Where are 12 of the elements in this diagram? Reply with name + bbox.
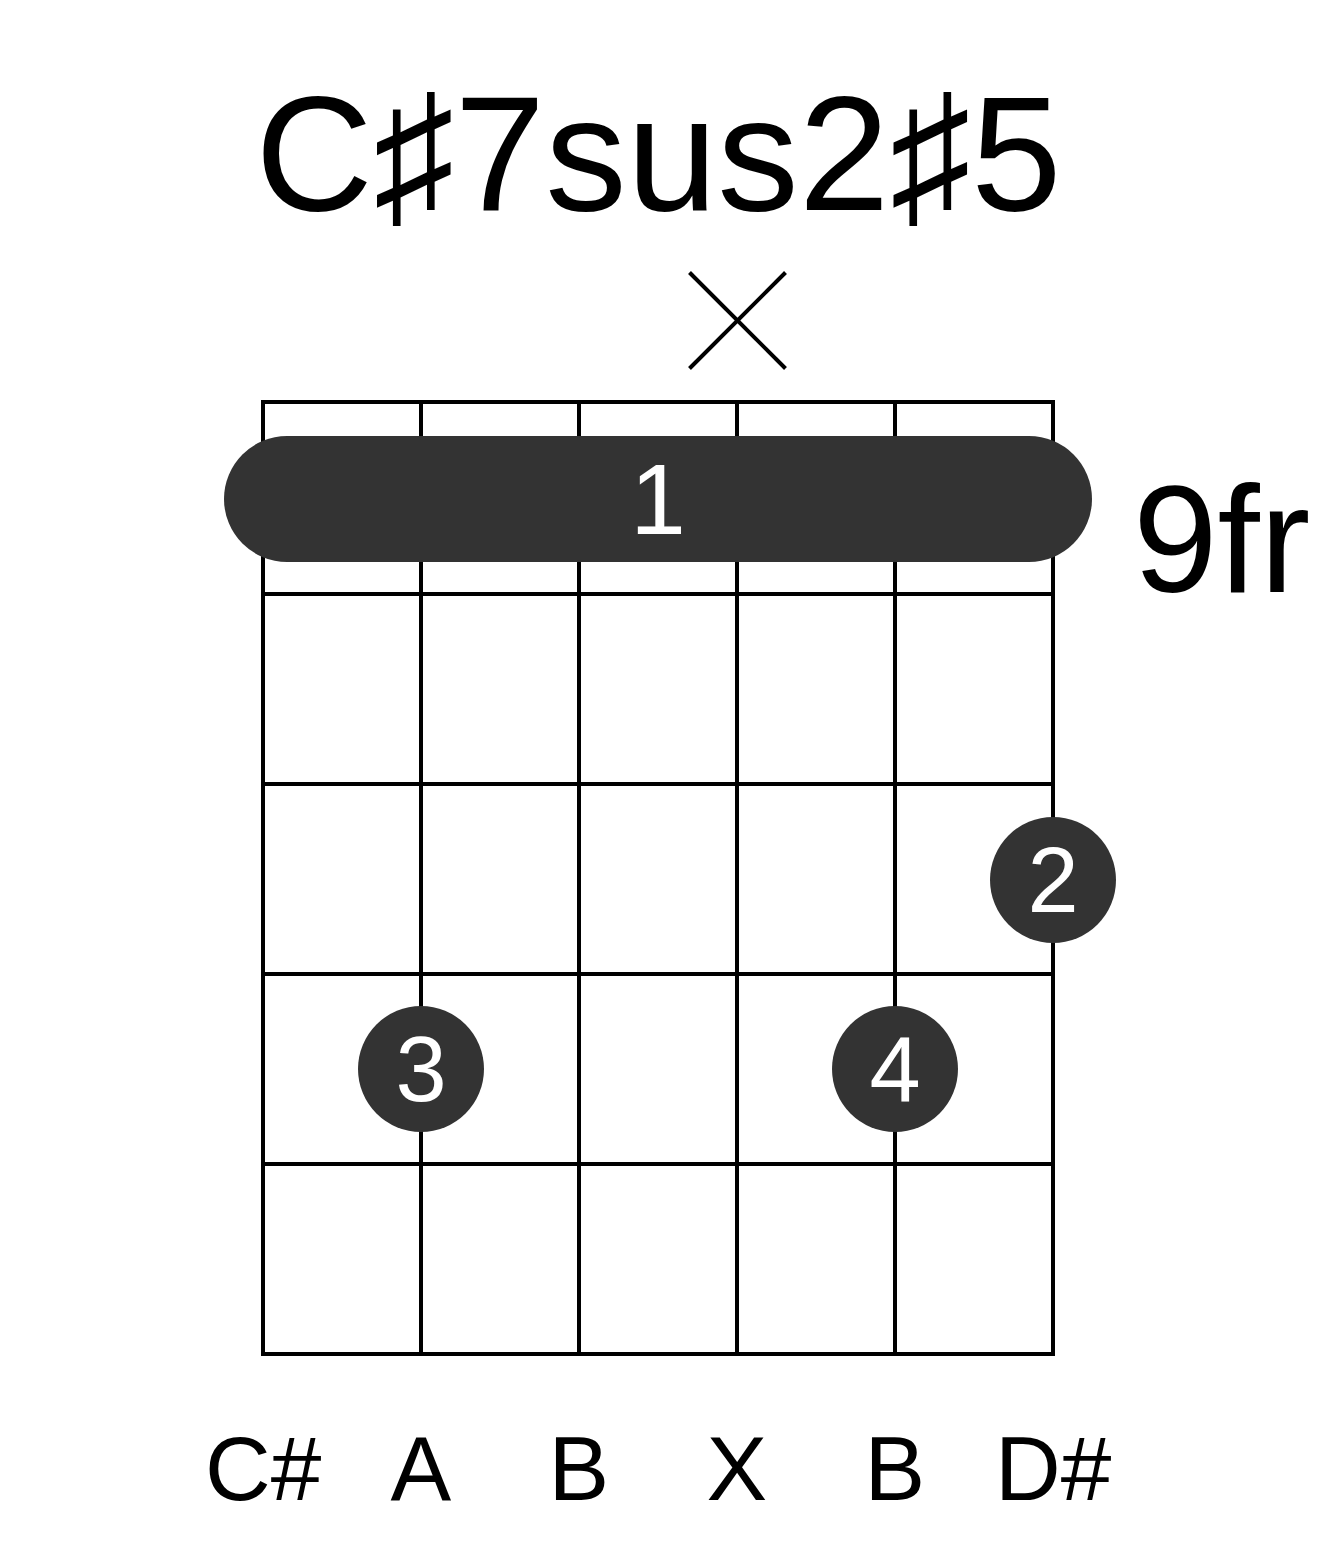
chord-title: C♯7sus2♯5	[254, 72, 1063, 235]
finger-marker: 3	[358, 1006, 484, 1132]
finger-marker: 2	[990, 817, 1116, 943]
string-note-label: C#	[205, 1423, 322, 1514]
finger-marker: 4	[832, 1006, 958, 1132]
barre-marker: 1	[224, 436, 1092, 562]
string-note-label: B	[548, 1423, 610, 1514]
string-note-label: D#	[995, 1423, 1112, 1514]
fret-position-label: 9fr	[1133, 463, 1311, 615]
string-note-label: X	[706, 1423, 768, 1514]
string-note-label: B	[864, 1423, 926, 1514]
string-note-label: A	[390, 1423, 452, 1514]
